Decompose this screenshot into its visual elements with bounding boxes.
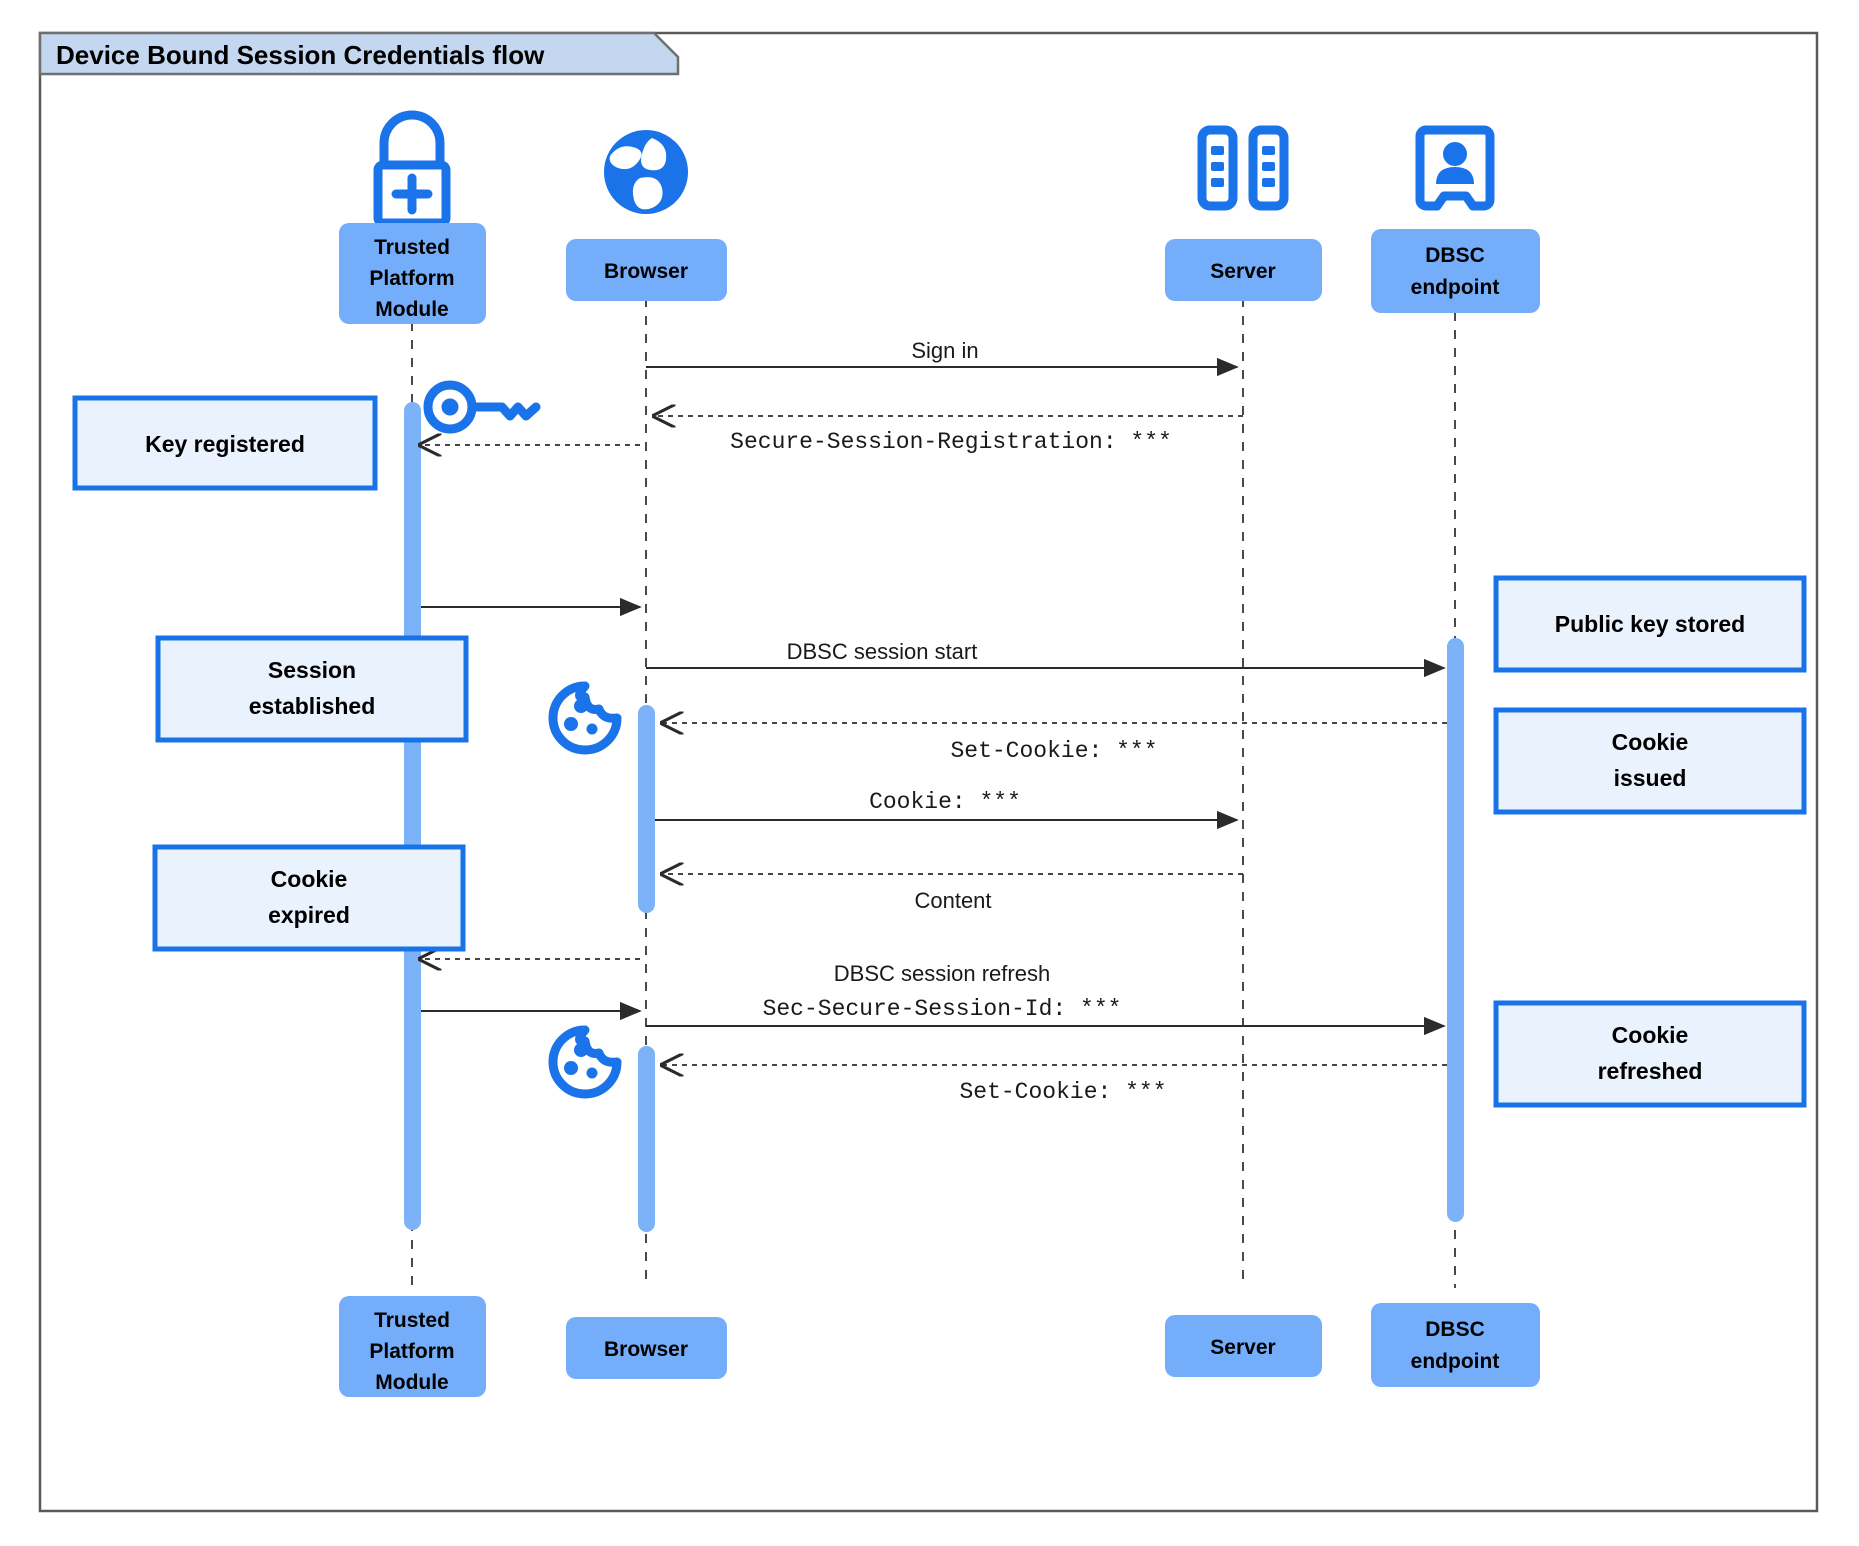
diagram-frame (38, 31, 1819, 1513)
activation-bar-dbsc (1447, 638, 1464, 1222)
message-label-set-cookie-1: Set-Cookie: *** (950, 738, 1157, 764)
note-cookie-expired: Cookie expired (152, 844, 466, 952)
message-label-set-cookie-2: Set-Cookie: *** (959, 1079, 1166, 1105)
server-racks-icon (1197, 125, 1289, 211)
participant-header-server[interactable]: Server (1165, 239, 1322, 301)
participant-label-browser: Browser (604, 260, 688, 283)
note-label-cookie-expired-l1: Cookie (271, 866, 348, 892)
participant-header-tpm[interactable]: Trusted Platform Module (339, 223, 486, 324)
note-label-cookie-issued-l1: Cookie (1612, 729, 1689, 755)
note-label-session-established-l1: Session (268, 657, 356, 683)
participant-label-server: Server (1210, 260, 1275, 283)
participant-footer-label-dbsc-l1: DBSC (1425, 1318, 1485, 1341)
message-content: Content (662, 874, 1243, 913)
note-label-session-established-l2: established (249, 693, 376, 719)
activation-bar-browser-1 (638, 705, 655, 913)
globe-icon (604, 130, 688, 214)
participant-footer-label-server: Server (1210, 1336, 1275, 1359)
participant-footer-label-tpm-l3: Module (375, 1371, 449, 1394)
note-label-cookie-refreshed-l1: Cookie (1612, 1022, 1689, 1048)
message-label-dbsc-session-refresh: DBSC session refresh (834, 961, 1050, 986)
message-set-cookie-1: Set-Cookie: *** (662, 723, 1447, 764)
note-label-cookie-refreshed-l2: refreshed (1598, 1058, 1703, 1084)
note-public-key-stored: Public key stored (1493, 575, 1807, 673)
message-label-secure-session-registration: Secure-Session-Registration: *** (730, 429, 1172, 455)
participant-label-tpm-l2: Platform (369, 267, 454, 290)
message-label-sec-secure-session-id: Sec-Secure-Session-Id: *** (763, 996, 1122, 1022)
note-cookie-refreshed: Cookie refreshed (1493, 1000, 1807, 1108)
key-icon (423, 380, 541, 434)
note-cookie-issued: Cookie issued (1493, 707, 1807, 815)
cookie-icon (548, 1025, 622, 1099)
participant-footer-browser[interactable]: Browser (566, 1317, 727, 1379)
participant-footer-label-browser: Browser (604, 1338, 688, 1361)
participant-label-tpm-l1: Trusted (374, 236, 450, 259)
participant-header-browser[interactable]: Browser (566, 239, 727, 301)
participant-footer-label-dbsc-l2: endpoint (1411, 1350, 1500, 1373)
message-label-dbsc-session-start: DBSC session start (787, 639, 978, 664)
activation-bar-tpm (404, 402, 421, 1230)
participant-footer-dbsc[interactable]: DBSC endpoint (1371, 1303, 1540, 1387)
participant-label-dbsc-l2: endpoint (1411, 276, 1500, 299)
note-key-registered: Key registered (72, 395, 378, 491)
frame-title-label: Device Bound Session Credentials flow (56, 40, 545, 70)
participant-footer-server[interactable]: Server (1165, 1315, 1322, 1377)
message-label-content: Content (914, 888, 991, 913)
participant-footer-tpm[interactable]: Trusted Platform Module (339, 1296, 486, 1397)
note-label-cookie-expired-l2: expired (268, 902, 350, 928)
id-badge-icon (1415, 125, 1495, 211)
message-dbsc-session-start: DBSC session start (646, 639, 1446, 678)
activation-bars (404, 402, 1464, 1232)
activation-bar-browser-2 (638, 1046, 655, 1232)
note-label-key-registered: Key registered (145, 431, 305, 457)
participant-label-dbsc-l1: DBSC (1425, 244, 1485, 267)
message-cookie-request: Cookie: *** (655, 789, 1239, 830)
message-secure-session-registration: Secure-Session-Registration: *** (654, 416, 1243, 455)
frame-title-tab (38, 31, 680, 76)
note-session-established: Session established (155, 635, 469, 743)
participant-footer-label-tpm-l1: Trusted (374, 1309, 450, 1332)
cookie-icon (548, 681, 622, 755)
message-sign-in: Sign in (646, 338, 1239, 377)
participant-footer-label-tpm-l2: Platform (369, 1340, 454, 1363)
participant-header-dbsc[interactable]: DBSC endpoint (1371, 229, 1540, 313)
message-set-cookie-2: Set-Cookie: *** (662, 1065, 1447, 1105)
lock-plus-icon (373, 110, 451, 228)
message-label-sign-in: Sign in (911, 338, 978, 363)
note-label-public-key-stored: Public key stored (1555, 611, 1745, 637)
message-label-cookie-request: Cookie: *** (869, 789, 1021, 815)
participant-label-tpm-l3: Module (375, 298, 449, 321)
message-dbsc-session-refresh: DBSC session refresh Sec-Secure-Session-… (646, 961, 1446, 1036)
note-label-cookie-issued-l2: issued (1614, 765, 1687, 791)
